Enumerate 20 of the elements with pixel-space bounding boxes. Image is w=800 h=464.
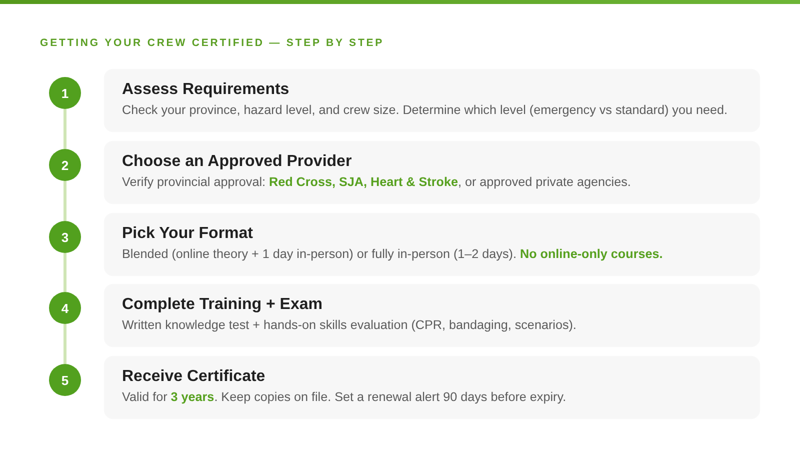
step-number-circle: 3 bbox=[49, 221, 81, 253]
step-title: Assess Requirements bbox=[122, 80, 290, 99]
step-number-circle: 4 bbox=[49, 292, 81, 324]
step-title: Choose an Approved Provider bbox=[122, 152, 353, 171]
step-description: Written knowledge test + hands-on skills evaluation (CPR, bandaging, scenarios). bbox=[122, 317, 578, 334]
connector-line bbox=[64, 253, 66, 292]
connector-line bbox=[64, 181, 66, 221]
step-description: Blended (online theory + 1 day in-person) or fully in-person (1–2 days). No online-only courses. bbox=[122, 246, 664, 263]
connector-line bbox=[64, 324, 66, 364]
step-description: Valid for 3 years. Keep copies on file. Set a renewal alert 90 days before expiry. bbox=[122, 389, 568, 406]
step-title: Receive Certificate bbox=[122, 367, 266, 386]
section-title: GETTING YOUR CREW CERTIFIED — STEP BY STEP bbox=[40, 37, 384, 50]
step-description: Check your province, hazard level, and crew size. Determine which level (emergency vs standard) you need. bbox=[122, 102, 728, 119]
step-description: Verify provincial approval: Red Cross, SJA, Heart & Stroke, or approved private agencies. bbox=[122, 174, 632, 191]
step-number-circle: 1 bbox=[49, 77, 81, 109]
step-title: Pick Your Format bbox=[122, 224, 254, 243]
step-number-circle: 5 bbox=[49, 364, 81, 396]
step-number-circle: 2 bbox=[49, 149, 81, 181]
connector-line bbox=[64, 109, 66, 149]
step-title: Complete Training + Exam bbox=[122, 295, 324, 314]
